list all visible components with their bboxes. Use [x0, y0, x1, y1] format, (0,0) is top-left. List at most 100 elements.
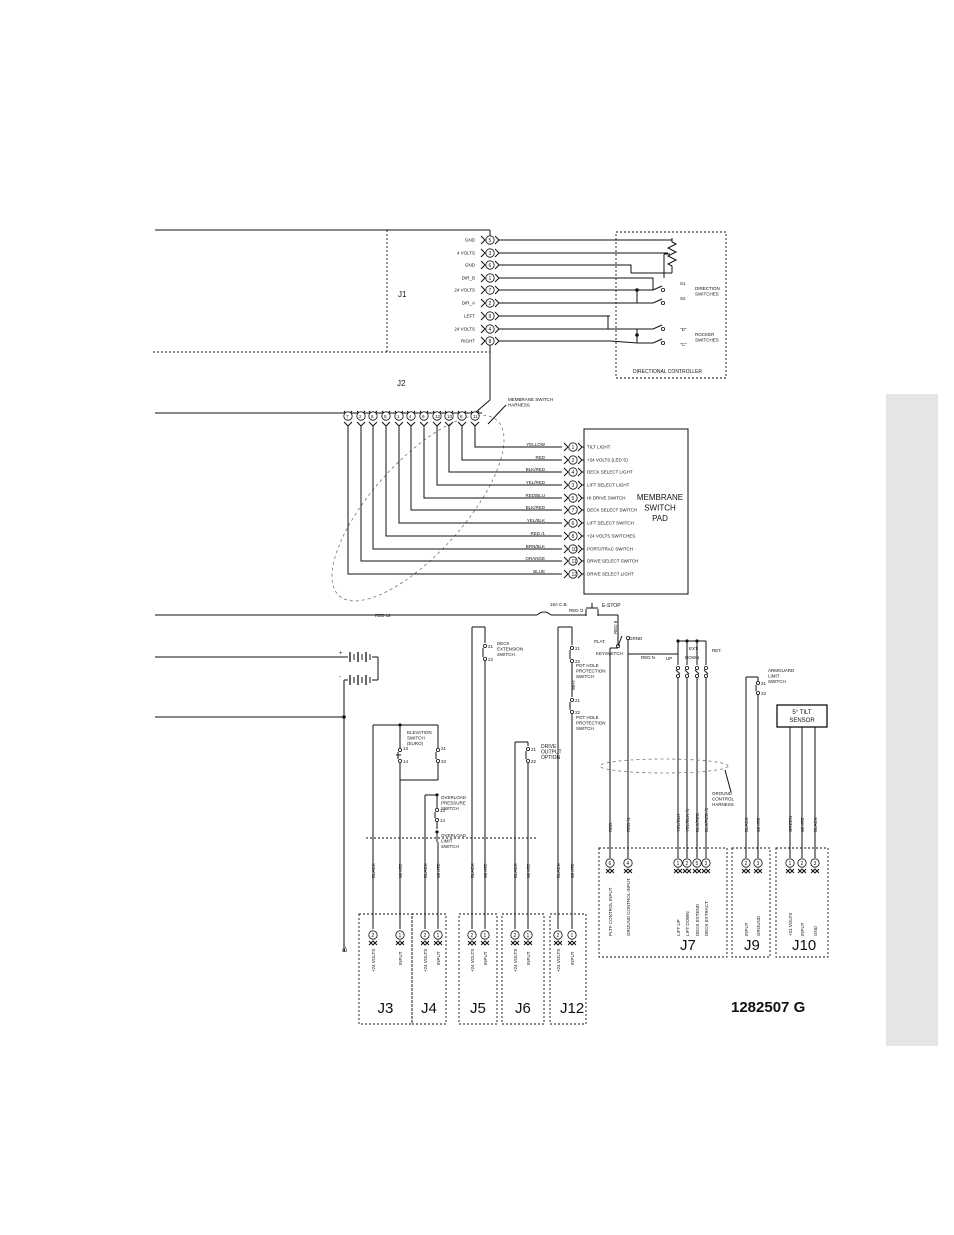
connector-pin: 6 — [605, 858, 615, 874]
j2-wire-pin: 10 — [563, 544, 583, 554]
connector-pin-num: 1 — [437, 933, 440, 939]
j2-top-pin: 4 — [406, 410, 416, 427]
wire-white: WHITE — [570, 864, 575, 879]
connector-label: J12 — [560, 1000, 584, 1017]
connector-pin-num: 2 — [745, 861, 748, 867]
connector-pin-num: 2 — [557, 933, 560, 939]
j2-wire-pin-num: 7 — [572, 508, 575, 514]
wire-color: YEL/BLK /1 — [685, 808, 690, 832]
connector-pin-num: 3 — [814, 861, 817, 867]
j1-pin-num: 5 — [489, 238, 492, 244]
pin-func: +24 VOLTS — [371, 949, 376, 972]
j2-wire-function: HI DRIVE SWITCH — [587, 496, 626, 501]
pin-func: GROUND CONTROL INPUT — [626, 878, 631, 936]
pin-func: +24 VOLTS — [788, 913, 793, 936]
j1-label: J1 — [398, 290, 407, 299]
pin-func: +24 VOLTS — [470, 949, 475, 972]
wire-black: BLACK — [423, 863, 428, 878]
connector-pin: 2 — [368, 930, 378, 946]
j2-wire-function: DRIVE SELECT SWITCH — [587, 559, 638, 564]
j1-pin: 7 — [480, 285, 500, 295]
connector-label: J5 — [470, 1000, 486, 1017]
j2-top-pin: 10 — [444, 410, 454, 427]
j2-wire-function: DECK SELECT SWITCH — [587, 508, 637, 513]
connector-label: J10 — [792, 937, 816, 954]
connector-pin-num: 1 — [789, 861, 792, 867]
j1-pin-name: DIR_B — [462, 276, 475, 281]
membrane-switch-pad-box — [583, 428, 689, 595]
j1-pin-num: 6 — [489, 263, 492, 269]
j2-top-pin-num: 11 — [473, 414, 478, 419]
pothole1-term22: 22 — [575, 659, 581, 664]
j2-wire-color: BLUE — [533, 569, 545, 574]
lift-switch-contacts — [675, 666, 709, 842]
j1-pin: 2 — [480, 298, 500, 308]
wht-label: WHT — [571, 680, 576, 690]
connector-pin-num: 2 — [514, 933, 517, 939]
pin-func: +24 VOLTS — [423, 949, 428, 972]
j2-wire-pin: 2 — [563, 455, 583, 465]
j2-top-pin: 6 — [368, 410, 378, 427]
connector-pin-num: 6 — [609, 861, 612, 867]
j1-pin-num: 2 — [489, 301, 492, 307]
j2-wire-function: +24 VOLTS SWITCHES — [587, 534, 635, 539]
connector-pin-num: 5 — [696, 861, 699, 867]
j2-top-pin-num: 12 — [435, 414, 441, 419]
j2-wire-pin-num: 8 — [572, 534, 575, 540]
connector-label: J3 — [378, 1000, 394, 1017]
directional-controller-box — [615, 231, 727, 379]
j1-pin-name: DIR_A — [462, 301, 475, 306]
j1-pin-name: GND — [465, 238, 476, 243]
connector-pin: 2 — [682, 858, 692, 874]
j2-wire-pin-num: 6 — [572, 521, 575, 527]
up-label: UP — [666, 656, 672, 661]
j2-wire-function: +24 VOLTS (LED`S) — [587, 458, 628, 463]
pin-func: DECK EXTEND — [695, 903, 700, 936]
plat-label: PLAT. — [594, 639, 606, 644]
connector-pin-num: 4 — [627, 861, 630, 867]
connector-pin-num: 1 — [484, 933, 487, 939]
j2-wire-pin: 3 — [563, 480, 583, 490]
j2-top-pin: 2 — [356, 410, 366, 427]
connector-pin: 2 — [467, 930, 477, 946]
wire-color: RED — [608, 822, 613, 832]
drawing-number: 1282507 G — [731, 999, 805, 1016]
grnd-label: GRND — [629, 636, 643, 641]
j2-wire-function: LIFT SELECT LIGHT — [587, 483, 630, 488]
j2-wire-color: BLK/RED — [526, 505, 546, 510]
wire-white: WHITE — [398, 864, 403, 879]
j2-top-pin: 1 — [394, 410, 404, 427]
wire-color: GREEN — [788, 816, 793, 832]
connector-pin: 5 — [692, 858, 702, 874]
j2-wire-color: ORANGE — [525, 556, 545, 561]
j2-wire-pin-num: 11 — [572, 559, 577, 565]
s1-label: S1 — [680, 281, 686, 286]
wire-color: BLACK — [813, 817, 818, 832]
j1-pin: 4 — [480, 324, 500, 334]
pin-func: +24 VOLTS — [513, 949, 518, 972]
j2-wire-color: BLK/RED — [526, 467, 546, 472]
connector-pin: 1 — [395, 930, 405, 946]
circuit-breaker-icon — [536, 611, 552, 616]
wire-black: BLACK — [513, 863, 518, 878]
elev-term14: 14 — [403, 759, 409, 764]
j1-pin-num: 8 — [489, 339, 492, 345]
j1-pin: 6 — [480, 260, 500, 270]
page-side-tab — [886, 394, 938, 1046]
j2-wire-function: DECK SELECT LIGHT — [587, 470, 633, 475]
